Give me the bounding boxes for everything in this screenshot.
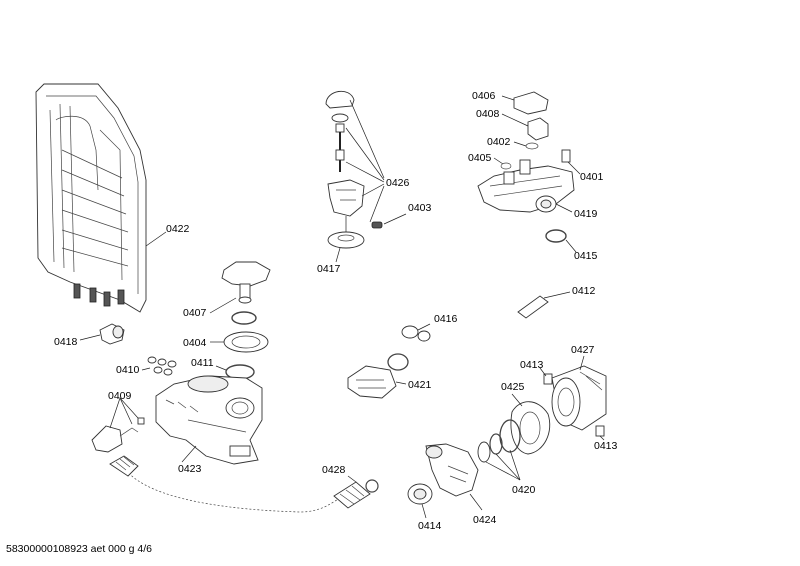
part-0404-ring	[210, 311, 269, 353]
label-0409: 0409	[108, 390, 132, 402]
label-0407: 0407	[183, 307, 207, 319]
label-0419: 0419	[574, 208, 598, 220]
part-0413-clip-bottom	[595, 425, 605, 441]
part-0427-motor	[551, 355, 607, 431]
part-0422-heat-exchanger	[35, 83, 167, 313]
part-0403-clip	[371, 213, 407, 229]
label-0418: 0418	[54, 336, 78, 348]
part-0415-clamp	[545, 229, 577, 253]
label-0401: 0401	[580, 171, 604, 183]
label-0403: 0403	[408, 202, 432, 214]
label-0425: 0425	[501, 381, 525, 393]
label-0406: 0406	[472, 90, 496, 102]
label-0410: 0410	[116, 364, 140, 376]
label-0417: 0417	[317, 263, 341, 275]
part-0407-cap	[209, 261, 271, 314]
part-0425-volute	[510, 393, 551, 455]
label-0428: 0428	[322, 464, 346, 476]
label-0408: 0408	[476, 108, 500, 120]
part-0417-disc	[327, 231, 365, 263]
part-0418-elbow	[79, 323, 125, 345]
label-0413-bottom: 0413	[594, 440, 618, 452]
label-0423: 0423	[178, 463, 202, 475]
part-0405-seal	[493, 157, 512, 170]
part-0410-small-parts	[141, 356, 177, 376]
label-0413-top: 0413	[520, 359, 544, 371]
label-0416: 0416	[434, 313, 458, 325]
label-0412: 0412	[572, 285, 596, 297]
label-0405: 0405	[468, 152, 492, 164]
part-0401-connector	[561, 149, 581, 175]
part-0414-ring	[407, 483, 433, 519]
part-0421-pump-assembly	[347, 353, 409, 399]
part-0424-pump-housing	[425, 443, 483, 511]
part-0409-valve	[91, 397, 145, 453]
label-0421: 0421	[408, 379, 432, 391]
part-0408-coil	[501, 113, 549, 141]
document-reference-footer: 58300000108923 aet 000 g 4/6	[6, 543, 152, 555]
part-0428-hose-end	[333, 475, 379, 509]
part-0426-float-assembly	[325, 90, 385, 232]
label-0420: 0420	[512, 484, 536, 496]
label-0402: 0402	[487, 136, 511, 148]
part-0402-ring	[513, 141, 539, 150]
label-0427: 0427	[571, 344, 595, 356]
label-0426: 0426	[386, 177, 410, 189]
label-0415: 0415	[574, 250, 598, 262]
part-0423-brine-tank	[155, 375, 263, 465]
label-0424: 0424	[473, 514, 497, 526]
part-0406-cover	[501, 91, 549, 115]
part-0419-valve-block	[477, 159, 575, 213]
part-0412-sensor	[517, 291, 571, 319]
label-0411: 0411	[191, 357, 214, 369]
label-0404: 0404	[183, 337, 207, 349]
part-0420-seals	[477, 419, 521, 481]
label-0414: 0414	[418, 520, 442, 532]
part-hose-end-left	[109, 455, 139, 477]
label-0422: 0422	[166, 223, 190, 235]
part-0416-seal	[401, 323, 431, 342]
